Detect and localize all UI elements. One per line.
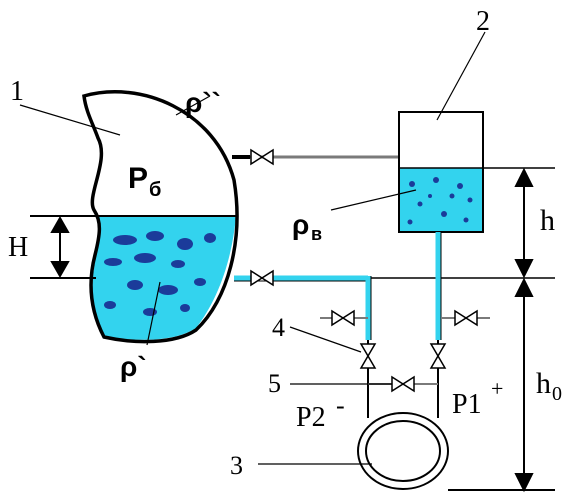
label-p1: P1 + (452, 376, 503, 420)
label-2: 2 (476, 6, 490, 37)
label-p1-main: P1 (452, 389, 482, 420)
label-rho-b-sub: в (311, 224, 322, 244)
label-rho-b-main: ρ (292, 209, 309, 240)
label-3: 3 (230, 451, 243, 480)
label-rho-water: ρ` (120, 351, 147, 382)
label-h0-main: h (536, 367, 551, 400)
label-p2: P2 - (296, 391, 345, 433)
shutoff-valve-right (429, 343, 447, 369)
label-1: 1 (10, 76, 24, 107)
vessel-down-pipe (435, 232, 442, 340)
drum-water-bubbles (104, 231, 216, 316)
label-h: h (540, 204, 555, 237)
label-p2-main: P2 (296, 402, 326, 433)
drain-valve-left (320, 309, 368, 327)
leader-lines (19, 31, 486, 465)
vessel-bubbles (407, 177, 473, 225)
label-rho-b: ρ в (292, 209, 322, 244)
label-rho-steam: ρ`` (185, 87, 221, 118)
label-H: H (8, 232, 28, 263)
dimension-h0 (448, 277, 555, 493)
drain-valve-right (441, 309, 490, 327)
label-4: 4 (272, 313, 285, 342)
differential-manometer (357, 412, 449, 490)
label-p-drum-main: P (128, 162, 148, 195)
dimension-H (30, 215, 96, 279)
label-p2-sign: - (336, 391, 345, 420)
label-5: 5 (268, 369, 281, 398)
shutoff-valve-left (359, 343, 377, 369)
drum-outline (82, 90, 239, 344)
condensation-vessel (398, 111, 555, 233)
label-p-drum: P б (128, 162, 161, 201)
drum-water (92, 216, 236, 340)
label-h0: h 0 (536, 367, 562, 405)
label-p-drum-sub: б (149, 179, 161, 201)
impulse-lines (367, 340, 439, 418)
water-pipe (234, 275, 372, 340)
boiler-drum (82, 90, 239, 344)
steam-pipe-valve (250, 148, 274, 166)
water-pipe-valve (250, 269, 274, 287)
label-h0-sub: 0 (552, 383, 562, 405)
dimension-h (514, 167, 534, 279)
label-p1-sign: + (491, 376, 503, 401)
